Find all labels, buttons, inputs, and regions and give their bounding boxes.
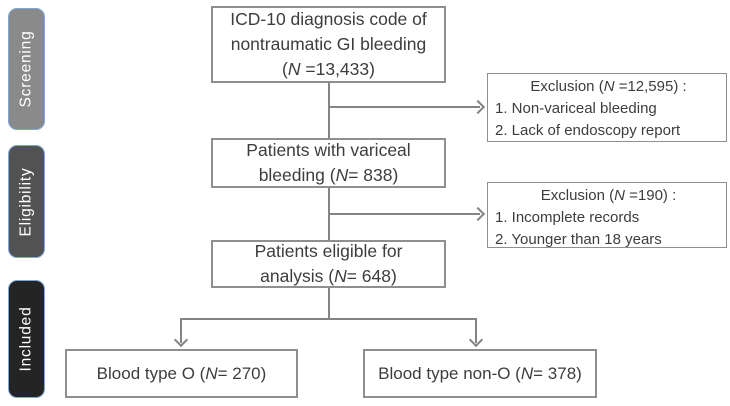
box-icd10-diagnosis: ICD-10 diagnosis code of nontraumatic GI…: [211, 6, 446, 83]
box-eligible-line-2: analysis (N= 648): [260, 266, 397, 286]
stage-tab-included-label: Included: [17, 306, 35, 372]
box-blood-type-o-label: Blood type O (N= 270): [96, 364, 267, 383]
box-eligible-analysis: Patients eligible for analysis (N= 648): [211, 240, 446, 288]
stage-tab-screening: Screening: [8, 8, 45, 130]
connector-eligible-down-stem: [328, 288, 330, 319]
box-exclusion-screening: Exclusion (N =12,595) : 1. Non-variceal …: [487, 73, 727, 142]
arrowhead-down-type-non-o-icon: [468, 332, 484, 348]
exclusion-eligibility-header: Exclusion (N =190) :: [540, 187, 677, 204]
exclusion-screening-header: Exclusion (N =12,595) :: [530, 78, 687, 95]
stage-tab-eligibility-label: Eligibility: [17, 166, 35, 237]
exclusion-screening-item-1: 1. Non-variceal bleeding: [495, 100, 657, 117]
box-variceal-bleeding: Patients with variceal bleeding (N= 838): [211, 138, 446, 188]
box-exclusion-eligibility: Exclusion (N =190) : 1. Incomplete recor…: [487, 182, 727, 248]
box-blood-type-o: Blood type O (N= 270): [65, 349, 298, 398]
connector-branch-to-exclusion-screening: [329, 106, 480, 108]
connector-split-horizontal: [180, 318, 477, 320]
arrowhead-down-type-o-icon: [173, 332, 189, 348]
connector-drop-to-type-non-o: [475, 318, 477, 343]
box-variceal-line-2: bleeding (N= 838): [258, 165, 399, 185]
box-variceal-line-1: Patients with variceal: [246, 140, 411, 160]
box-blood-type-non-o-label: Blood type non-O (N= 378): [378, 364, 582, 383]
arrowhead-right-exclusion-eligibility-icon: [470, 206, 486, 222]
connector-icd10-to-variceal: [328, 83, 330, 138]
box-blood-type-non-o: Blood type non-O (N= 378): [363, 349, 597, 398]
exclusion-screening-item-2: 2. Lack of endoscopy report: [495, 122, 681, 139]
stage-tab-eligibility: Eligibility: [8, 145, 45, 258]
stage-tab-screening-label: Screening: [17, 30, 35, 108]
connector-drop-to-type-o: [180, 318, 182, 343]
box-icd10-line-1: ICD-10 diagnosis code of: [230, 9, 427, 29]
box-icd10-line-3: (N =13,433): [282, 59, 375, 79]
connector-branch-to-exclusion-eligibility: [329, 213, 480, 215]
exclusion-eligibility-item-2: 2. Younger than 18 years: [495, 231, 662, 248]
arrowhead-right-exclusion-screening-icon: [470, 99, 486, 115]
stage-tab-included: Included: [8, 280, 45, 398]
box-eligible-line-1: Patients eligible for: [254, 241, 403, 261]
box-icd10-line-2: nontraumatic GI bleeding: [230, 34, 427, 54]
exclusion-eligibility-item-1: 1. Incomplete records: [495, 209, 640, 226]
